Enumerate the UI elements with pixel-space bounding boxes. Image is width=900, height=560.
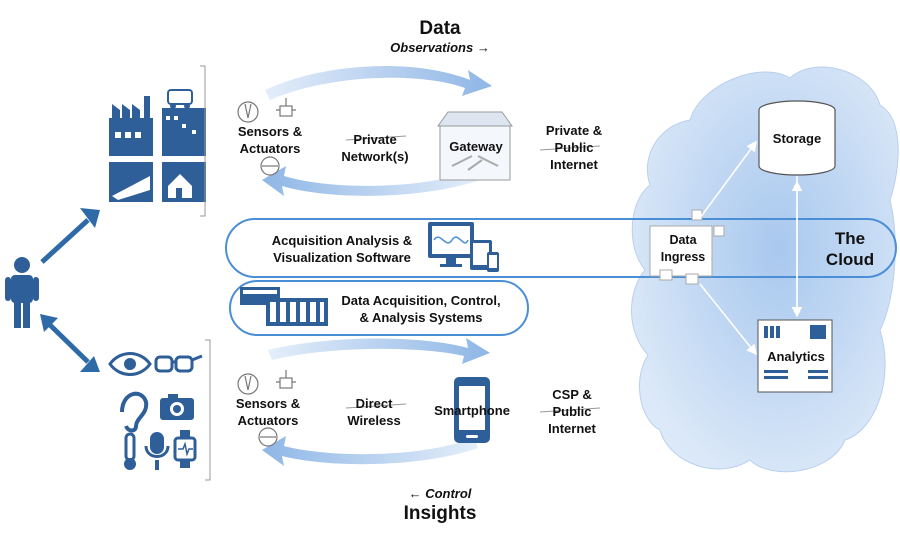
data-ingress-icon: [649, 209, 725, 285]
storage-icon: [758, 100, 836, 176]
personal-bracket: [205, 339, 211, 481]
monitor-icon: [428, 222, 474, 267]
sensor-icon-top: [237, 98, 296, 176]
storage-label: Storage: [772, 131, 822, 146]
house-icon: [162, 162, 206, 202]
infrastructure-icons: [109, 89, 206, 202]
thermometer-icon: [124, 432, 136, 470]
sensors-actuators-bottom-label: Sensors &Actuators: [235, 396, 301, 428]
smartwatch-icon: [173, 430, 197, 468]
data-title: Data: [419, 18, 461, 39]
cloud-links: [699, 140, 803, 356]
network-strikes: [345, 135, 601, 413]
phone-small-icon: [487, 252, 499, 272]
gateway-label: Gateway: [449, 139, 503, 154]
ear-icon: [120, 391, 149, 433]
camera-icon: [160, 394, 194, 420]
analytics-label: Analytics: [767, 349, 825, 364]
city-icon: [162, 89, 206, 156]
infra-bracket: [200, 65, 206, 217]
analytics-icon: [757, 319, 833, 393]
eye-icon: [108, 352, 152, 376]
insights-title: Insights: [403, 503, 477, 524]
personal-icons: [108, 352, 203, 470]
observation-arrows: [262, 66, 492, 196]
person-icon: [5, 257, 39, 328]
gateway-icon: [437, 111, 513, 181]
glasses-icon: [154, 354, 203, 373]
tablet-icon: [470, 240, 492, 270]
software-band-label: Acquisition Analysis &Visualization Soft…: [271, 233, 413, 265]
daq-chassis-icon: [240, 287, 328, 326]
control-arrows: [262, 338, 490, 466]
microphone-icon: [144, 432, 170, 470]
observations-label: Observations →: [390, 40, 490, 55]
factory-icon: [109, 96, 153, 156]
person-arrows: [40, 208, 100, 372]
control-label: ← Control: [408, 486, 472, 501]
train-icon: [109, 162, 153, 202]
smartphone-label: Smartphone: [434, 403, 510, 418]
systems-band-label: Data Acquisition, Control,& Analysis Sys…: [341, 293, 501, 325]
sensors-actuators-top-label: Sensors &Actuators: [237, 124, 303, 156]
smartphone-icon: [454, 377, 490, 443]
sensor-icon-bottom: [237, 370, 296, 447]
software-band: [225, 218, 897, 278]
